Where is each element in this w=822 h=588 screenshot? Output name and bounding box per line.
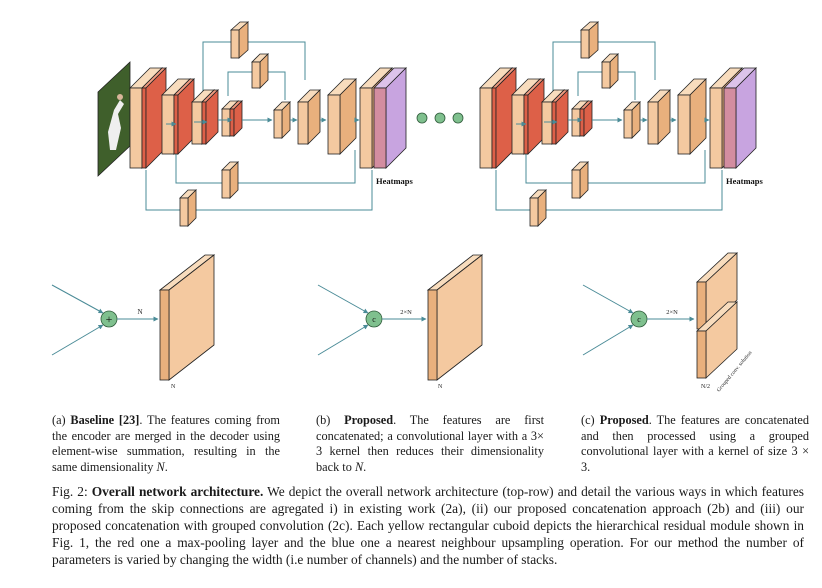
subcaption-b: (b) Proposed. The features are first con…	[316, 413, 544, 475]
skip-box-residual	[251, 53, 269, 89]
subcaption-a-end: .	[164, 459, 168, 474]
panel-b-input-label: 2×N	[400, 309, 412, 316]
decoder-block	[327, 78, 357, 155]
encoder-block	[129, 67, 167, 169]
skip-box-residual	[579, 21, 600, 59]
decoder-block	[273, 101, 291, 139]
subcaption-a-text: . The features coming from the encoder a…	[52, 413, 280, 474]
panel-b-output-label: N	[438, 384, 443, 390]
heatmaps-label: Heatmaps	[726, 176, 764, 186]
subcaption-a: (a) Baseline [23]. The features coming f…	[52, 413, 280, 475]
subcaption-b-end: .	[363, 459, 367, 474]
panel-a-input-label: N	[137, 308, 142, 316]
decoder-block	[647, 89, 671, 145]
skip-box-residual	[529, 189, 547, 227]
panel-c-input-label: 2×N	[666, 309, 678, 316]
svg-text:c: c	[637, 315, 641, 324]
output-block	[158, 254, 216, 381]
figure-diagram: Heatmaps	[51, 21, 764, 393]
decoder-block	[623, 101, 641, 139]
figure-caption: Fig. 2: Overall network architecture. We…	[52, 483, 804, 568]
encoder-block	[541, 89, 569, 145]
grouped-output-block-top	[695, 252, 739, 330]
skip-box-residual	[221, 161, 239, 199]
encoder-block	[479, 67, 517, 169]
subcaption-a-tag: (a)	[52, 413, 66, 427]
skip-box-residual	[571, 161, 589, 199]
svg-text:c: c	[372, 315, 376, 324]
caption-label: Fig. 2:	[52, 484, 88, 499]
skip-box-residual	[229, 21, 250, 59]
subcaption-b-text: . The features are first concatenated; a…	[316, 413, 544, 474]
decoder-block	[297, 89, 321, 145]
stack-continuation-dots	[416, 112, 464, 124]
subcaption-c-text: . The features are concatenated and then…	[581, 413, 809, 474]
subcaption-c-bold: Proposed	[599, 413, 649, 427]
subcaption-a-bold: Baseline [23]	[70, 413, 140, 427]
skip-box-residual	[601, 53, 619, 89]
heatmap-block	[723, 67, 757, 169]
subcaption-b-bold: Proposed	[344, 413, 394, 427]
svg-text:+: +	[106, 312, 113, 326]
subcaption-c-tag: (c)	[581, 413, 595, 427]
heatmaps-label: Heatmaps	[376, 176, 414, 186]
encoder-block	[191, 89, 219, 145]
heatmap-block	[373, 67, 407, 169]
output-block	[426, 254, 484, 381]
caption-text: We depict the overall network architectu…	[52, 484, 804, 567]
panel-b-diagram: c 2×N N	[317, 254, 484, 390]
skip-box-residual	[179, 189, 197, 227]
hourglass-right: Heatmaps	[479, 21, 764, 227]
panel-c-diagram: c 2×N N/2 Grouped conv. solution	[582, 252, 754, 393]
grouped-output-block-bottom	[695, 301, 739, 379]
input-image	[97, 61, 131, 177]
panel-c-output-label: N/2	[701, 384, 710, 390]
encoder-block	[161, 78, 195, 155]
subcaption-c: (c) Proposed. The features are concatena…	[581, 413, 809, 475]
hourglass-left: Heatmaps	[97, 21, 414, 227]
panel-a-output-label: N	[171, 384, 176, 390]
encoder-block	[571, 100, 593, 137]
subcaption-a-var: N	[156, 459, 165, 474]
subcaption-b-tag: (b)	[316, 413, 331, 427]
decoder-block	[677, 78, 707, 155]
subcaption-b-var: N	[354, 459, 364, 474]
encoder-block	[511, 78, 545, 155]
caption-bold: Overall network architecture.	[91, 484, 264, 499]
panel-a-diagram: + N N	[51, 254, 216, 390]
encoder-block	[221, 100, 243, 137]
